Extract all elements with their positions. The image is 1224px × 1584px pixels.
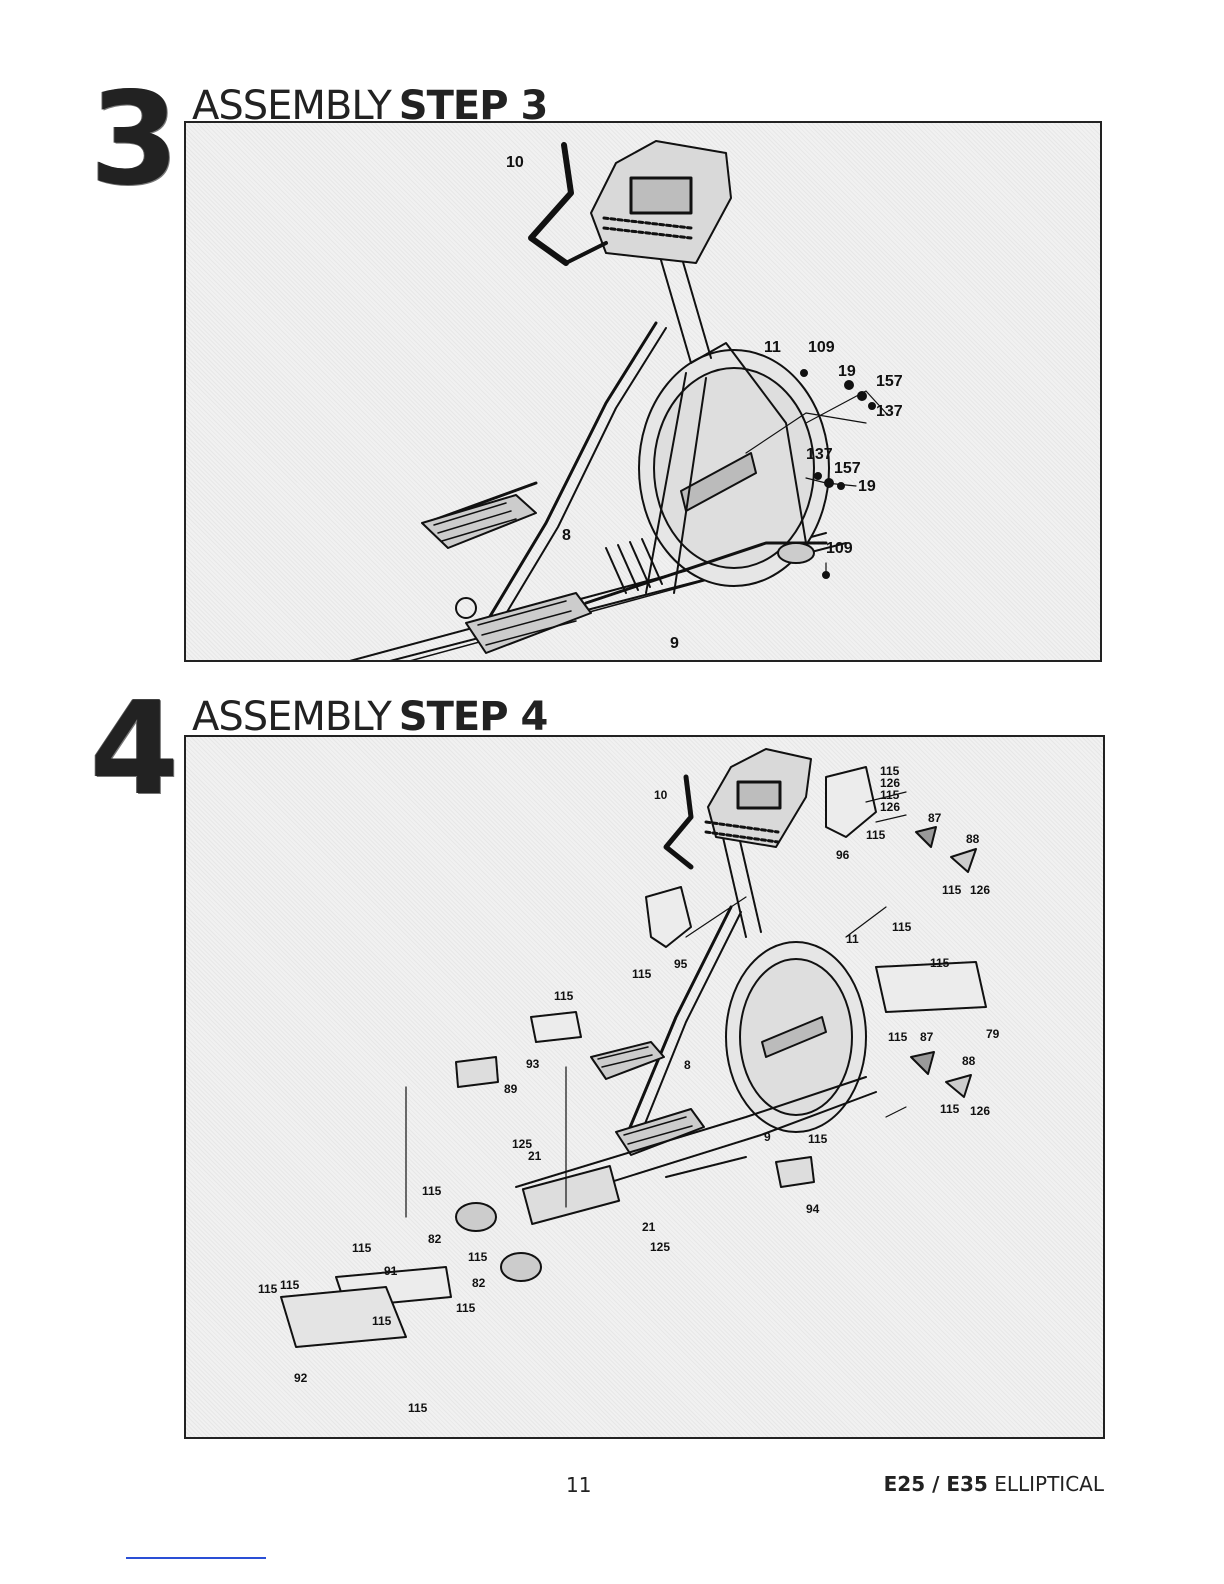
callout-115-h: 115 <box>554 989 574 1003</box>
callout-126-d: 126 <box>970 1104 990 1118</box>
step-4-illustration: 115 126 115 126 10 87 115 88 96 115 126 … <box>186 737 1105 1439</box>
callout-95: 95 <box>674 957 688 971</box>
callout-109-low: 109 <box>826 540 853 557</box>
callout-89: 89 <box>504 1082 518 1096</box>
model-name: E25 / E35 ELLIPTICAL <box>884 1472 1104 1496</box>
callout-11: 11 <box>846 932 859 946</box>
callout-82-b: 82 <box>472 1276 486 1290</box>
callout-10: 10 <box>506 154 524 171</box>
callout-115-o: 115 <box>258 1282 278 1296</box>
callout-115-n: 115 <box>352 1241 372 1255</box>
callout-9: 9 <box>670 635 679 652</box>
callout-115-j: 115 <box>940 1102 960 1116</box>
callout-126-c: 126 <box>970 883 990 897</box>
callout-137-top: 137 <box>876 403 903 420</box>
callout-109-top: 109 <box>808 339 835 356</box>
callout-87-mid: 87 <box>920 1030 934 1044</box>
callout-92: 92 <box>294 1371 308 1385</box>
callout-115-q: 115 <box>456 1301 476 1315</box>
callout-157-mid: 157 <box>834 460 861 477</box>
callout-93: 93 <box>526 1057 540 1071</box>
callout-115-s: 115 <box>408 1401 428 1415</box>
callout-88-mid: 88 <box>962 1054 976 1068</box>
step-4-title-light: ASSEMBLY <box>192 694 391 740</box>
page-number: 11 <box>566 1473 591 1497</box>
model-name-light: ELLIPTICAL <box>988 1472 1104 1496</box>
callout-10: 10 <box>654 788 668 802</box>
step-4-number: 4 <box>90 686 179 814</box>
step-3-illustration: 10 11 109 19 157 137 137 157 19 8 109 9 <box>186 123 1102 662</box>
callout-115-f: 115 <box>930 956 950 970</box>
callout-8: 8 <box>562 527 571 544</box>
callout-79: 79 <box>986 1027 1000 1041</box>
callout-88-top: 88 <box>966 832 980 846</box>
step-3-diagram: 10 11 109 19 157 137 137 157 19 8 109 9 <box>184 121 1102 662</box>
callout-9: 9 <box>764 1130 771 1144</box>
callout-21-a: 21 <box>528 1149 542 1163</box>
step-3-number: 3 <box>90 76 179 204</box>
callout-115-m: 115 <box>468 1250 488 1264</box>
callout-115-r: 115 <box>372 1314 392 1328</box>
callout-115-g: 115 <box>632 967 652 981</box>
callout-115-e: 115 <box>892 920 912 934</box>
callout-115-k: 115 <box>808 1132 828 1146</box>
callout-19-mid: 19 <box>858 478 876 495</box>
step-4-diagram: 115 126 115 126 10 87 115 88 96 115 126 … <box>184 735 1105 1439</box>
callout-115-c: 115 <box>866 828 886 842</box>
callout-91: 91 <box>384 1264 398 1278</box>
model-name-bold: E25 / E35 <box>884 1472 988 1496</box>
callout-21-b: 21 <box>642 1220 656 1234</box>
callout-19-top: 19 <box>838 363 856 380</box>
step-4-title-bold: STEP 4 <box>399 694 548 740</box>
callout-115-p: 115 <box>280 1278 300 1292</box>
callout-82-a: 82 <box>428 1232 442 1246</box>
callout-157-top: 157 <box>876 373 903 390</box>
callout-126-b: 126 <box>880 800 900 814</box>
footer-link-underline[interactable] <box>126 1557 266 1559</box>
callout-87-top: 87 <box>928 811 942 825</box>
callout-11: 11 <box>764 339 781 356</box>
callout-94: 94 <box>806 1202 820 1216</box>
callout-115-l: 115 <box>422 1184 442 1198</box>
callout-8: 8 <box>684 1058 691 1072</box>
callout-115-d: 115 <box>942 883 962 897</box>
callout-125-b: 125 <box>650 1240 670 1254</box>
callout-137-mid: 137 <box>806 446 833 463</box>
callout-115-i: 115 <box>888 1030 908 1044</box>
callout-96: 96 <box>836 848 850 862</box>
